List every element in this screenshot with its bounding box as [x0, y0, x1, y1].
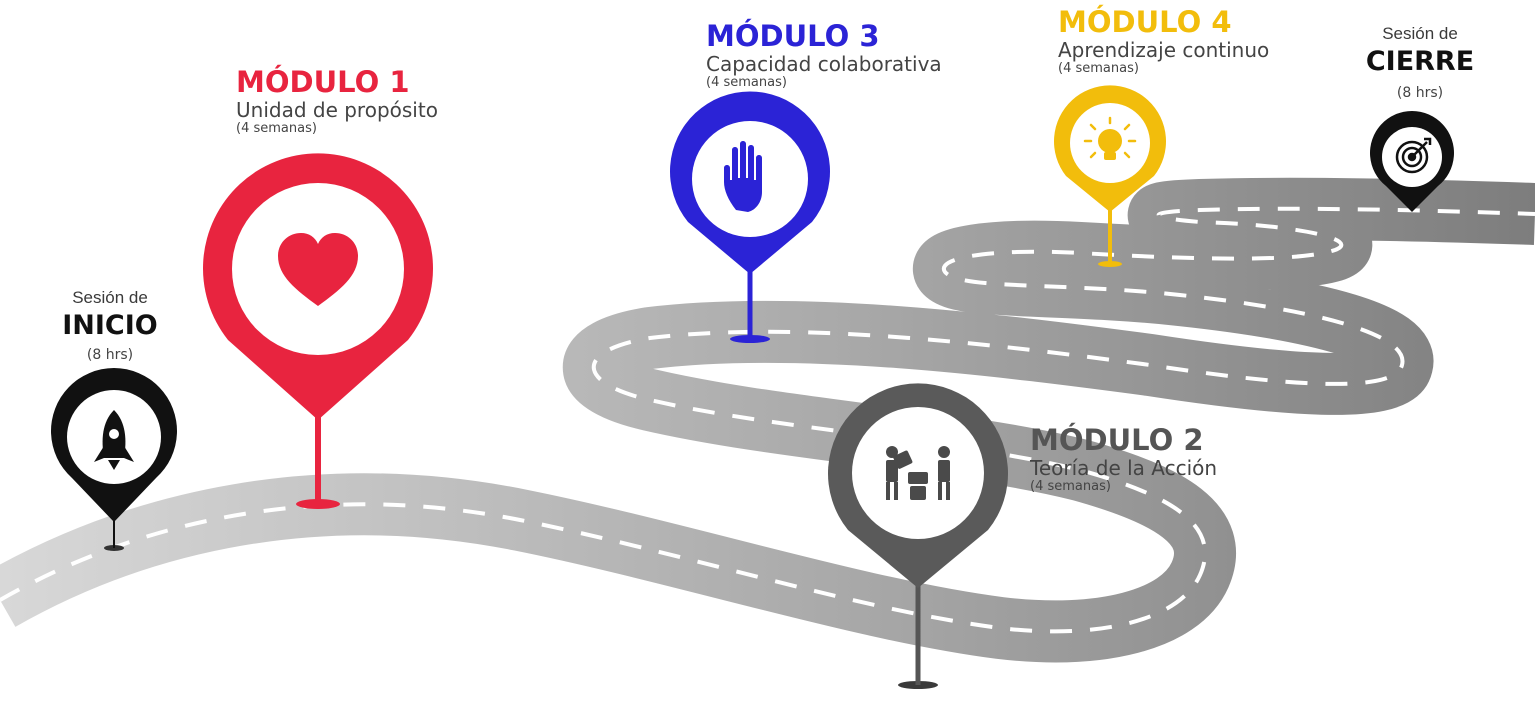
modulo-3-title: MÓDULO 3 [706, 19, 880, 53]
heart-icon [278, 233, 358, 306]
pin-modulo-1 [203, 153, 433, 509]
pin-cierre [1370, 111, 1454, 212]
modulo-3-label: MÓDULO 3 Capacidad colaborativa (4 seman… [706, 19, 1026, 91]
pin-inicio [51, 368, 177, 551]
rocket-icon [94, 410, 134, 470]
pin-modulo-4 [1054, 85, 1167, 267]
modulo-2-label: MÓDULO 2 Teoría de la Acción (4 semanas) [1030, 423, 1350, 495]
cierre-title: CIERRE [1365, 45, 1475, 77]
modulo-2-duration: (4 semanas) [1030, 479, 1111, 495]
inicio-title: INICIO [62, 309, 158, 341]
modulo-4-label: MÓDULO 4 Aprendizaje continuo (4 semanas… [1058, 5, 1378, 77]
road-lane-markings [0, 206, 1535, 634]
target-icon [1395, 137, 1432, 174]
modulo-1-subtitle: Unidad de propósito [236, 98, 438, 123]
pin-modulo-3 [670, 91, 830, 343]
inicio-pre: Sesión de [72, 288, 148, 307]
road [0, 177, 1535, 663]
modulo-4-duration: (4 semanas) [1058, 61, 1139, 77]
lightbulb-icon [1083, 116, 1137, 160]
teamwork-icon [886, 446, 950, 500]
modulo-2-title: MÓDULO 2 [1030, 423, 1204, 457]
modulo-4-subtitle: Aprendizaje continuo [1058, 38, 1270, 63]
modulo-3-subtitle: Capacidad colaborativa [706, 52, 942, 77]
cierre-duration: (8 hrs) [1396, 84, 1444, 101]
modulo-1-title: MÓDULO 1 [236, 65, 410, 99]
modulo-1-label: MÓDULO 1 Unidad de propósito (4 semanas) [236, 65, 556, 137]
pin-modulo-2 [828, 383, 1008, 689]
modulo-3-duration: (4 semanas) [706, 75, 787, 91]
inicio-duration: (8 hrs) [86, 346, 134, 363]
cierre-pre: Sesión de [1382, 24, 1458, 43]
modulo-2-subtitle: Teoría de la Acción [1030, 456, 1218, 481]
inicio-label: Sesión de INICIO (8 hrs) [40, 288, 180, 363]
cierre-label: Sesión de CIERRE (8 hrs) [1350, 24, 1490, 101]
modulo-1-duration: (4 semanas) [236, 121, 317, 137]
hand-icon [724, 141, 762, 212]
modulo-4-title: MÓDULO 4 [1058, 5, 1232, 39]
